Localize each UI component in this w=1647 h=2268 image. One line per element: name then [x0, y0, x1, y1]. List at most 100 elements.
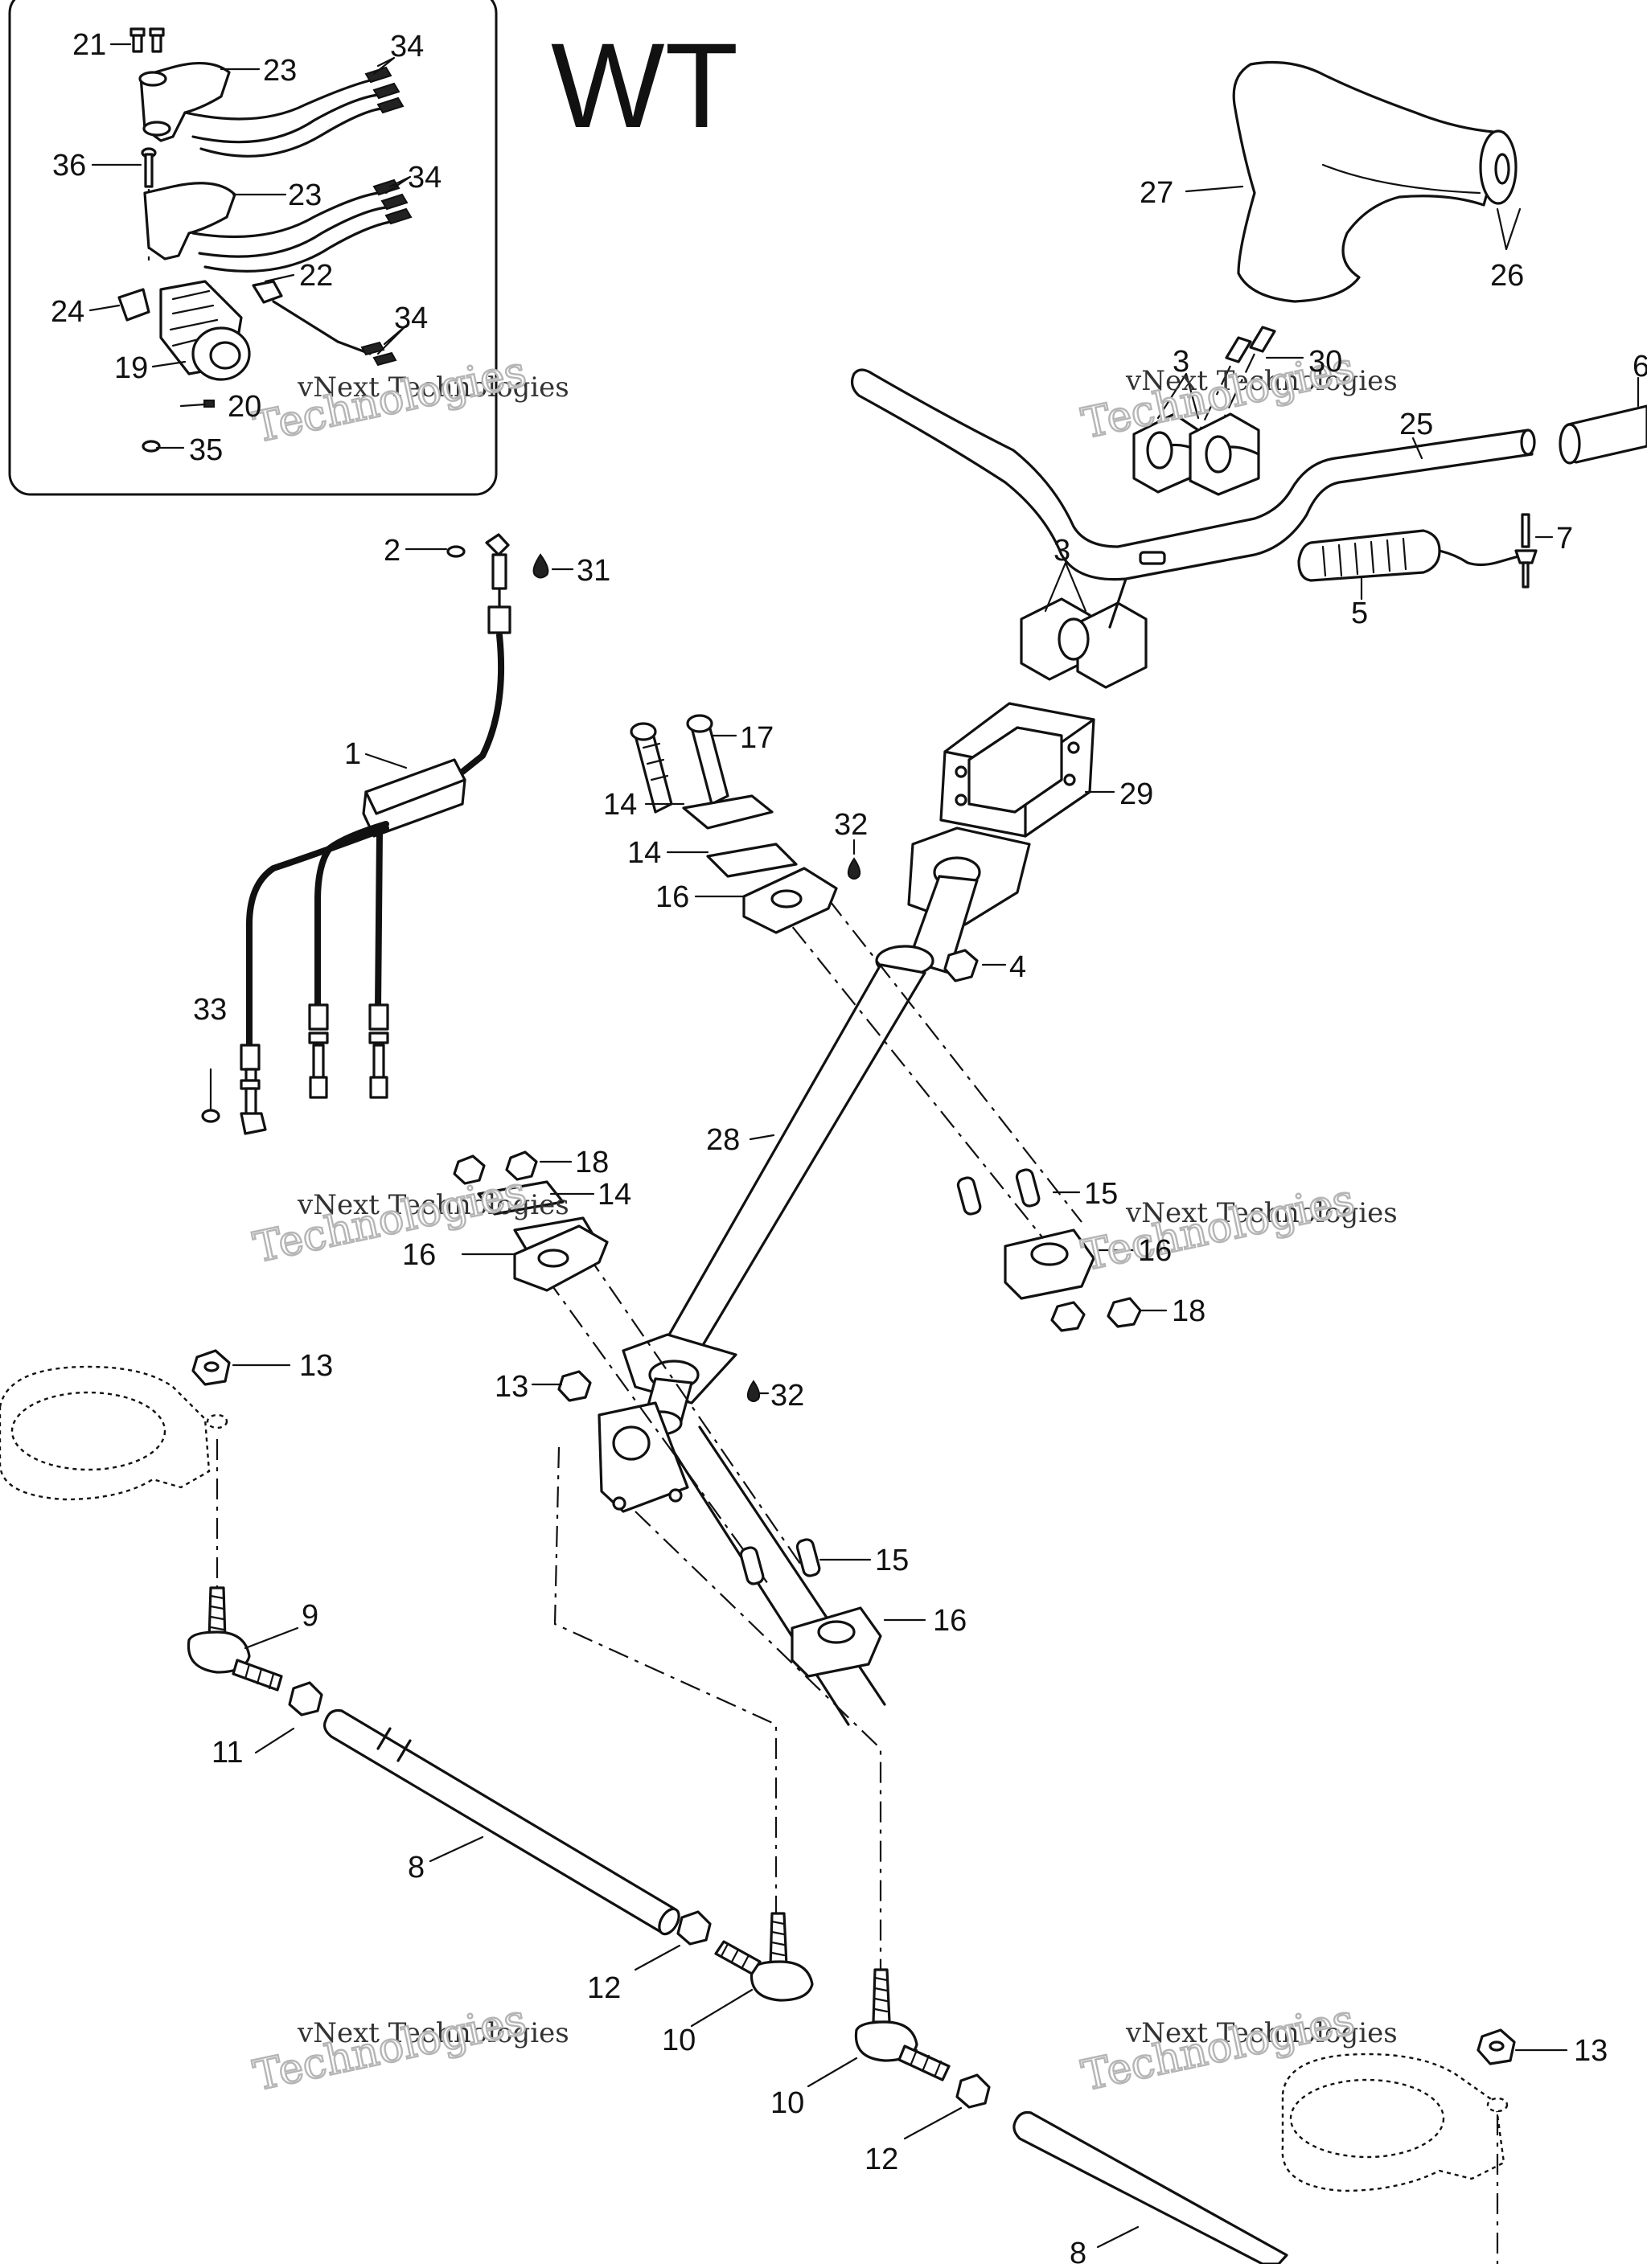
part-18-nuts-right [1050, 1297, 1142, 1332]
callout-11: 11 [212, 1736, 243, 1770]
callout-34: 34 [390, 30, 424, 64]
part-15-spacers-lower [739, 1538, 821, 1585]
part-23-lower-switch [143, 178, 413, 273]
callout-15: 15 [1084, 1177, 1118, 1211]
callout-35: 35 [189, 433, 223, 467]
part-35-clip [142, 440, 161, 453]
part-upper-tie-tube [767, 867, 1082, 1247]
callout-34: 34 [394, 301, 428, 335]
part-10-tie-rod-end-a [714, 1912, 814, 2002]
callout-19: 19 [114, 351, 148, 385]
callout-21: 21 [72, 28, 106, 62]
callout-34: 34 [408, 161, 442, 195]
callout-14: 14 [627, 836, 661, 870]
part-lower-tie-tube [546, 1253, 801, 1585]
part-28-steering-column [622, 826, 1031, 1726]
callout-13: 13 [299, 1349, 333, 1383]
callout-23: 23 [263, 54, 297, 88]
callout-labels: 21 34 23 36 23 34 22 24 34 19 20 35 27 2… [51, 28, 1647, 2268]
callout-6: 6 [1633, 350, 1647, 383]
part-15-spacers-right [956, 1168, 1041, 1216]
callout-27: 27 [1140, 176, 1173, 210]
model-code: WT [551, 18, 738, 153]
watermark-mid-right: vNext Technologies Technologies [1077, 1175, 1398, 1282]
callout-4: 4 [1009, 950, 1026, 984]
grease-icon-31 [532, 553, 549, 579]
svg-text:vNext Technologies: vNext Technologies [297, 1189, 569, 1221]
callout-1: 1 [344, 737, 361, 771]
callout-16: 16 [402, 1238, 436, 1272]
callout-12: 12 [865, 2143, 898, 2176]
callout-18: 18 [575, 1146, 609, 1179]
callout-32: 32 [770, 1379, 804, 1413]
part-14-plates-upper [682, 794, 798, 878]
callout-13: 13 [1574, 2034, 1608, 2068]
part-17-bolts [630, 714, 729, 814]
callout-36: 36 [52, 149, 86, 183]
svg-text:Technologies: Technologies [1078, 1175, 1358, 1280]
assembly-lines [216, 1439, 1499, 2264]
callout-23: 23 [288, 178, 322, 212]
callout-2: 2 [384, 534, 400, 568]
part-18-nuts-left [453, 1150, 538, 1185]
part-11-nut [288, 1681, 323, 1716]
part-14-plates-lower [477, 1180, 597, 1252]
svg-text:vNext Technologies: vNext Technologies [297, 2017, 569, 2049]
part-8-tie-rod-b [1012, 2110, 1288, 2266]
leader-lines [88, 43, 1640, 2249]
callout-3: 3 [1173, 345, 1189, 379]
callout-14: 14 [603, 788, 637, 822]
part-4-nut [943, 949, 979, 982]
part-20-key [203, 400, 215, 408]
part-16-left-clamp [513, 1224, 609, 1292]
part-22-cable [252, 280, 397, 367]
callout-25: 25 [1399, 408, 1433, 441]
callout-9: 9 [302, 1599, 318, 1633]
part-3-lower-clamps [1020, 577, 1148, 689]
part-6-grip [1559, 404, 1647, 465]
callout-24: 24 [51, 295, 84, 329]
left-phantom-bracket [0, 1365, 228, 1501]
part-13-nut-left [191, 1349, 231, 1386]
grease-icon-32a [847, 857, 861, 880]
callout-29: 29 [1119, 777, 1153, 811]
part-steering-support-plate [598, 1401, 689, 1513]
callout-15: 15 [875, 1544, 909, 1577]
part-16-upper-clamp [742, 867, 838, 934]
part-16-lower-clamp [791, 1606, 882, 1678]
part-13-nut-right [1477, 2028, 1516, 2065]
callout-28: 28 [706, 1123, 740, 1157]
callout-17: 17 [740, 721, 774, 755]
callout-22: 22 [299, 259, 333, 293]
part-27-handlebar-pad [1232, 60, 1518, 303]
part-25-handlebar [850, 368, 1536, 581]
callout-8: 8 [408, 1851, 425, 1885]
svg-text:vNext Technologies: vNext Technologies [297, 371, 569, 404]
callout-16: 16 [933, 1604, 967, 1638]
callout-10: 10 [662, 2024, 696, 2057]
callout-18: 18 [1172, 1294, 1205, 1328]
part-29-riser-block [939, 702, 1095, 838]
callout-33: 33 [193, 993, 227, 1027]
part-19-ignition-switch [159, 280, 251, 381]
callout-13: 13 [495, 1370, 528, 1404]
callout-7: 7 [1556, 522, 1573, 556]
svg-text:vNext Technologies: vNext Technologies [1125, 1197, 1398, 1229]
part-5-heated-grip [1297, 529, 1526, 582]
callout-32: 32 [834, 808, 868, 842]
callout-16: 16 [1138, 1234, 1172, 1268]
callout-8: 8 [1070, 2237, 1086, 2264]
part-21-screws [129, 27, 165, 53]
inset-panel [8, 0, 498, 496]
callout-26: 26 [1490, 259, 1524, 293]
part-30-bolts [1189, 326, 1276, 451]
watermark-bottom-left: vNext Technologies Technologies [248, 1995, 569, 2102]
callout-16: 16 [655, 880, 689, 914]
part-1-cable-harness [201, 533, 511, 1135]
part-10-tie-rod-end-b [854, 1968, 951, 2081]
part-12-nut-a [676, 1910, 712, 1946]
part-16-right-clamp [1004, 1228, 1095, 1300]
callout-10: 10 [770, 2086, 804, 2120]
callout-3: 3 [1054, 534, 1070, 568]
